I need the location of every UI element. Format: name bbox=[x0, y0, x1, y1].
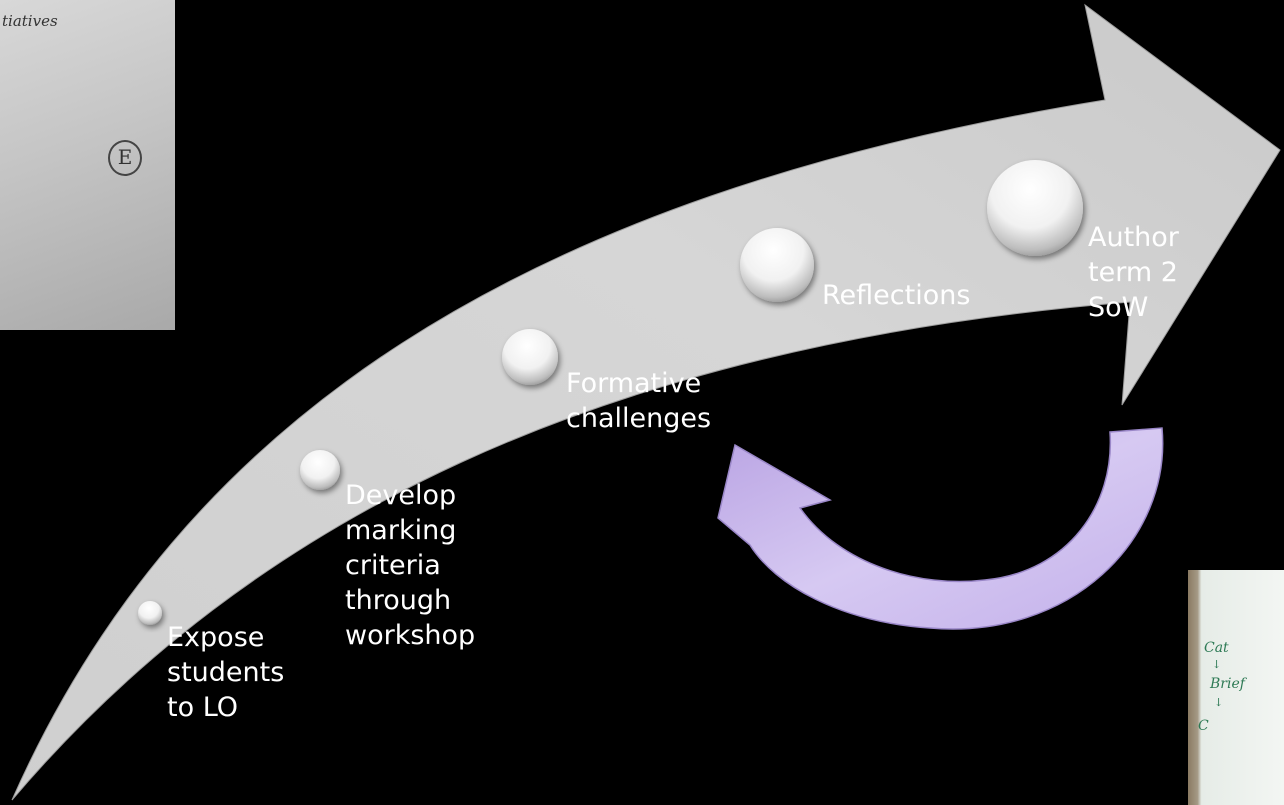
stage-label-3: Formative challenges bbox=[566, 366, 711, 436]
stage-sphere-2 bbox=[300, 450, 340, 490]
stage-sphere-1 bbox=[138, 601, 162, 625]
stage-label-1: Expose students to LO bbox=[167, 620, 284, 725]
stage-sphere-5 bbox=[987, 160, 1083, 256]
stage-label-2: Develop marking criteria through worksho… bbox=[345, 478, 475, 653]
cycle-arrow bbox=[718, 428, 1163, 629]
stage-sphere-4 bbox=[740, 228, 814, 302]
stage-label-4: Reflections bbox=[822, 278, 970, 313]
stage-label-5: Author term 2 SoW bbox=[1088, 220, 1179, 325]
stage-sphere-3 bbox=[502, 329, 558, 385]
